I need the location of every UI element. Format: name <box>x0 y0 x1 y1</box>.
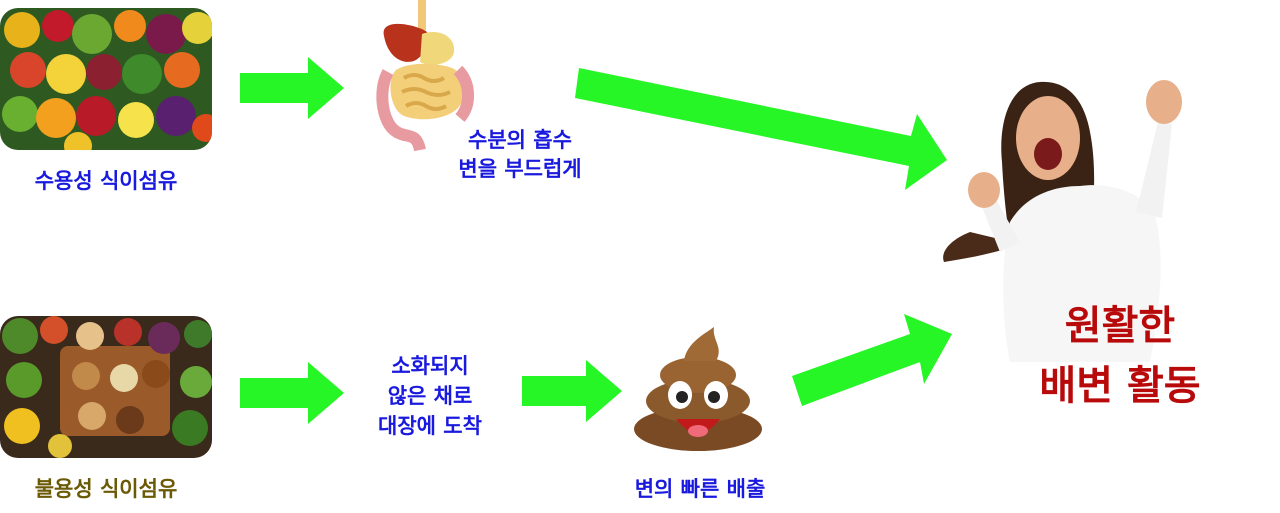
digestive-system-icon <box>376 0 474 152</box>
poop-emoji-icon <box>634 327 762 451</box>
arrow-excrete-to-result <box>792 314 952 406</box>
result-line2: 배변 활동 <box>1039 363 1201 409</box>
insoluble-fiber-label: 불용성 식이섬유 <box>34 477 178 501</box>
excrete-text: 변의 빠른 배출 <box>634 477 766 501</box>
result-line1: 원활한 <box>1064 303 1176 349</box>
soluble-fiber-label: 수용성 식이섬유 <box>34 169 178 193</box>
arrow-colon-to-excrete <box>522 360 622 422</box>
reach-text-line3: 대장에 도착 <box>378 414 482 438</box>
reach-text-line2: 않은 채로 <box>387 384 473 408</box>
fruit-vegetables-photo <box>0 8 212 150</box>
arrow-insoluble-to-colon <box>240 362 344 424</box>
arrow-soluble-to-digestive <box>240 57 344 119</box>
reach-text-line1: 소화되지 <box>391 354 469 378</box>
arrow-soluble-to-result <box>575 68 947 190</box>
absorb-text-line1: 수분의 흡수 <box>468 128 572 152</box>
nuts-vegetables-photo <box>0 316 212 458</box>
cheering-woman-photo <box>943 80 1182 362</box>
absorb-text-line2: 변을 부드럽게 <box>458 157 582 181</box>
